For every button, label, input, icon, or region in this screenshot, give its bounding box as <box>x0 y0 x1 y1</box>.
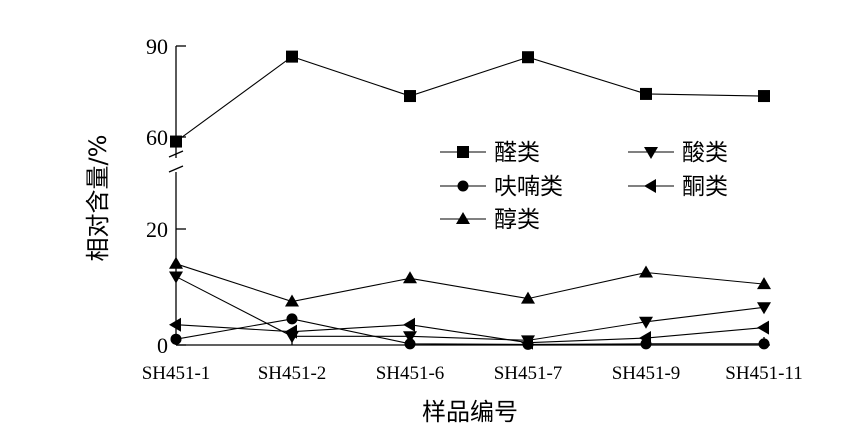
series-line <box>175 56 765 142</box>
series-triangle-up <box>169 256 771 307</box>
data-point <box>404 90 416 103</box>
series-triangle-left <box>169 317 769 350</box>
x-tick-label: SH451-1 <box>142 363 211 384</box>
legend-label: 酮类 <box>682 174 728 200</box>
x-axis-title: 样品编号 <box>422 398 518 426</box>
data-point <box>521 335 533 350</box>
data-point <box>285 324 297 339</box>
legend-label: 酸类 <box>682 140 728 166</box>
data-point <box>639 265 653 278</box>
x-tick-label: SH451-9 <box>612 363 681 384</box>
legend-marker <box>644 147 658 159</box>
y-axis-title: 相对含量/% <box>84 135 112 262</box>
data-point <box>403 271 417 284</box>
y-tick-label: 90 <box>146 34 168 59</box>
data-point <box>639 331 651 346</box>
data-point <box>286 313 298 325</box>
data-point <box>403 331 417 344</box>
x-tick-label: SH451-7 <box>494 363 563 384</box>
series-line <box>175 276 765 341</box>
axis-break-mark <box>168 165 184 173</box>
data-point <box>639 316 653 329</box>
data-point <box>170 333 182 345</box>
legend-label: 醇类 <box>494 207 540 233</box>
data-point <box>758 338 770 350</box>
legend-label: 醛类 <box>494 140 540 166</box>
data-point <box>757 302 771 315</box>
axis-break-mark <box>168 150 184 158</box>
series-circle <box>170 313 770 350</box>
data-point <box>169 256 183 269</box>
data-point <box>758 90 770 103</box>
x-tick-label: SH451-6 <box>376 363 445 384</box>
data-point <box>170 135 182 148</box>
legend-marker <box>644 179 656 193</box>
legend-item: 酮类 <box>628 174 728 200</box>
series-triangle-down <box>169 271 771 348</box>
data-point <box>169 271 183 284</box>
data-point <box>285 294 299 307</box>
series-line <box>175 324 765 344</box>
data-point <box>286 50 298 63</box>
data-point <box>403 317 415 332</box>
y-tick-label: 60 <box>146 125 168 150</box>
x-tick-label: SH451-11 <box>725 363 802 384</box>
y-tick-label: 0 <box>157 333 168 358</box>
legend-item: 酸类 <box>628 140 728 166</box>
legend-marker <box>457 180 469 192</box>
data-point <box>757 320 769 335</box>
legend-item: 醇类 <box>440 207 540 233</box>
series-layer <box>169 50 771 350</box>
legend-item: 醛类 <box>440 140 540 166</box>
legend-marker <box>457 146 469 158</box>
series-line <box>175 263 765 303</box>
data-point <box>169 317 181 332</box>
y-tick-label: 20 <box>146 217 168 242</box>
data-point <box>757 277 771 290</box>
legend-marker <box>456 212 470 224</box>
data-point <box>522 51 534 64</box>
legend-label: 呋喃类 <box>494 174 563 200</box>
series-square <box>170 50 770 148</box>
data-point <box>404 338 416 350</box>
x-tick-label: SH451-2 <box>258 363 327 384</box>
data-point <box>640 87 652 100</box>
data-point <box>521 291 535 304</box>
series-line <box>175 318 764 345</box>
legend-item: 呋喃类 <box>440 174 563 200</box>
